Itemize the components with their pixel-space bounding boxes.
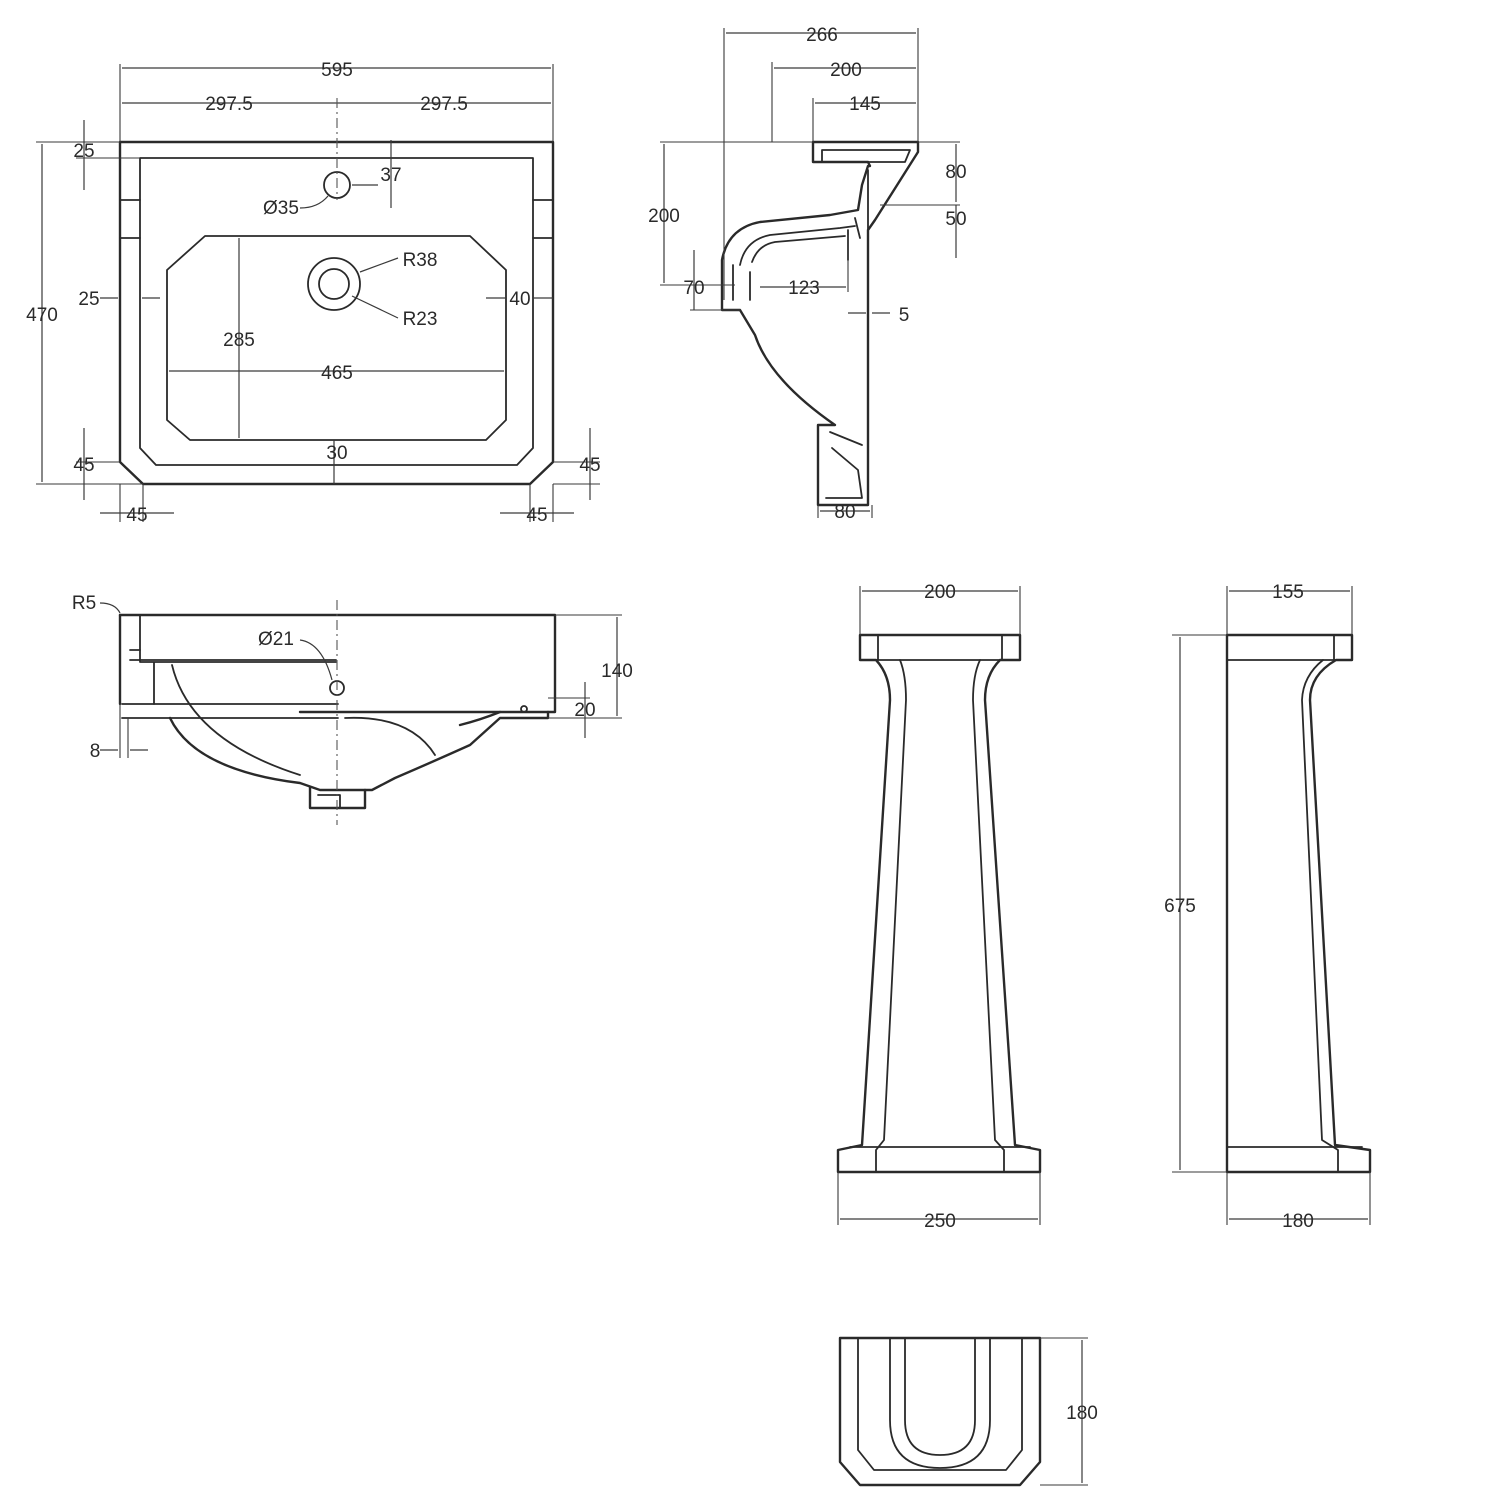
basin-side-section: 266 200 145 80 200 50 70 123 5 80 [648, 25, 966, 523]
dim-top-width: 200 [924, 582, 956, 603]
dim-bowl-depth: 285 [223, 330, 255, 351]
pedestal-side-view: 155 675 180 [1164, 582, 1372, 1232]
dim-waste-offset: 123 [788, 278, 820, 299]
dim-half-right: 297.5 [420, 94, 468, 115]
dim-projection-200: 200 [830, 60, 862, 81]
dim-waste-inner: R23 [403, 309, 438, 330]
dim-waste-height: 70 [683, 278, 704, 299]
dim-depth: 180 [1066, 1403, 1098, 1424]
dim-skirt: 8 [90, 741, 101, 762]
basin-front-view: R5 Ø21 140 20 8 [72, 593, 633, 825]
dim-chamfer-left-h: 45 [126, 505, 147, 526]
dim-chamfer-right-h: 45 [526, 505, 547, 526]
dim-half-left: 297.5 [205, 94, 253, 115]
dim-height: 140 [601, 661, 633, 682]
dim-overall-depth: 470 [26, 305, 58, 326]
dim-chamfer-left-v: 45 [73, 455, 94, 476]
dim-projection-145: 145 [849, 94, 881, 115]
dim-chamfer-right-v: 45 [579, 455, 600, 476]
dim-lip: 20 [574, 700, 595, 721]
dim-bowl-width: 465 [321, 363, 353, 384]
dim-rim-top: 25 [73, 141, 94, 162]
dim-overflow: Ø21 [258, 629, 294, 650]
dim-side-left: 25 [78, 289, 99, 310]
dim-base-depth: 180 [1282, 1211, 1314, 1232]
pedestal-plan-view: 180 [838, 1336, 1098, 1487]
basin-plan-view: 595 297.5 297.5 25 37 Ø35 R38 R23 25 40 … [26, 60, 600, 526]
dim-back-height: 200 [648, 206, 680, 227]
dim-height: 675 [1164, 896, 1196, 917]
dim-tap-hole: Ø35 [263, 198, 299, 219]
dim-edge-radius: R5 [72, 593, 96, 614]
pedestal-front-view: 200 250 [836, 582, 1042, 1232]
dim-foot-width: 80 [834, 502, 855, 523]
dim-tap-offset: 37 [380, 165, 401, 186]
dim-front-rim: 30 [326, 443, 347, 464]
dim-overall-width: 595 [321, 60, 353, 81]
dim-top-depth: 155 [1272, 582, 1304, 603]
dim-side-right: 40 [509, 289, 530, 310]
dim-waste-outer: R38 [403, 250, 438, 271]
dim-rim-height: 80 [945, 162, 966, 183]
dim-overall-projection: 266 [806, 25, 838, 46]
dim-base-width: 250 [924, 1211, 956, 1232]
dim-wall-gap: 5 [899, 305, 910, 326]
dim-back-step: 50 [945, 209, 966, 230]
